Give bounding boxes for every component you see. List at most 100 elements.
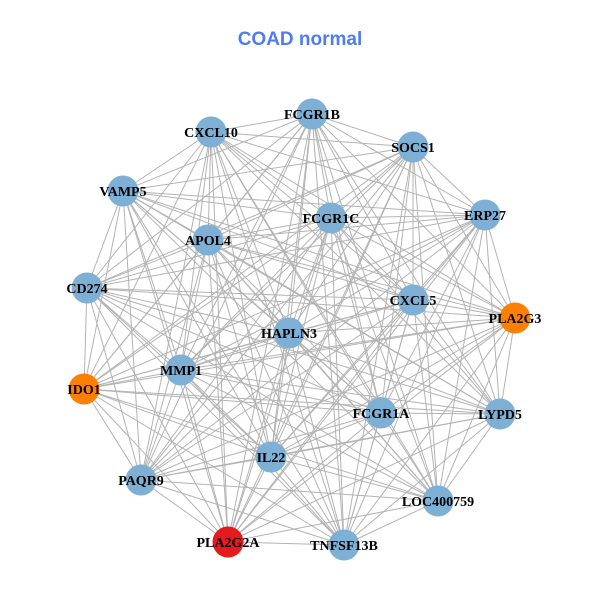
edge-CXCL10-LOC400759 xyxy=(210,131,439,502)
edge-FCGR1C-ERP27 xyxy=(330,214,486,219)
edge-APOL4-CD274 xyxy=(86,239,209,289)
node-FCGR1A: FCGR1A xyxy=(353,397,410,429)
edge-VAMP5-CD274 xyxy=(86,190,124,289)
edge-PLA2G3-LYPD5 xyxy=(499,317,516,415)
edge-PAQR9-LOC400759 xyxy=(140,479,439,502)
edge-FCGR1B-PAQR9 xyxy=(140,113,313,481)
node-circle xyxy=(469,199,501,231)
node-circle xyxy=(296,98,328,130)
node-circle xyxy=(422,485,454,517)
edge-HAPLN3-MMP1 xyxy=(180,332,290,371)
node-PLA2G2A: PLA2G2A xyxy=(197,526,261,558)
edge-PLA2G3-FCGR1A xyxy=(380,317,516,414)
edge-APOL4-PLA2G2A xyxy=(207,239,229,543)
node-TNFSF13B: TNFSF13B xyxy=(310,529,378,561)
edge-LOC400759-PLA2G2A xyxy=(227,500,439,543)
node-circle xyxy=(192,224,224,256)
edge-FCGR1B-LYPD5 xyxy=(311,113,501,415)
edge-IDO1-IL22 xyxy=(83,388,272,458)
edge-CD274-PLA2G3 xyxy=(86,287,516,319)
node-label: IL22 xyxy=(257,451,286,466)
node-label: ERP27 xyxy=(464,209,506,224)
edge-IL22-PLA2G2A xyxy=(227,456,272,543)
edge-HAPLN3-IL22 xyxy=(270,332,290,458)
edge-MMP1-FCGR1A xyxy=(180,369,382,414)
node-IL22: IL22 xyxy=(255,441,287,473)
edge-CXCL5-LYPD5 xyxy=(412,299,501,415)
node-circle xyxy=(165,354,197,386)
edge-CXCL10-ERP27 xyxy=(210,131,486,216)
edge-SOCS1-TNFSF13B xyxy=(343,146,414,546)
edge-FCGR1C-PAQR9 xyxy=(140,217,332,481)
edge-PLA2G3-LOC400759 xyxy=(437,317,516,502)
edge-PLA2G2A-TNFSF13B xyxy=(227,541,345,546)
edge-ERP27-PLA2G3 xyxy=(484,214,516,319)
edge-CD274-FCGR1A xyxy=(86,287,382,414)
edge-CXCL10-VAMP5 xyxy=(122,131,212,192)
node-circle xyxy=(484,398,516,430)
edge-VAMP5-IL22 xyxy=(122,190,272,458)
node-label: LOC400759 xyxy=(402,495,474,510)
edge-MMP1-IL22 xyxy=(180,369,272,458)
node-label: PLA2G2A xyxy=(197,536,261,551)
edge-ERP27-LOC400759 xyxy=(437,214,486,502)
edge-SOCS1-ERP27 xyxy=(412,146,486,216)
edge-ERP27-APOL4 xyxy=(207,214,486,241)
edge-CD274-PLA2G2A xyxy=(86,287,229,543)
edge-CD274-MMP1 xyxy=(86,287,182,371)
node-HAPLN3: HAPLN3 xyxy=(261,317,317,349)
edge-PAQR9-PLA2G2A xyxy=(140,479,229,543)
node-label: APOL4 xyxy=(185,234,231,249)
edge-FCGR1B-CXCL10 xyxy=(210,113,313,133)
edge-FCGR1C-LYPD5 xyxy=(330,217,501,415)
edge-HAPLN3-LOC400759 xyxy=(288,332,439,502)
edge-FCGR1B-LOC400759 xyxy=(311,113,439,502)
node-CXCL10: CXCL10 xyxy=(184,116,238,148)
edge-LYPD5-LOC400759 xyxy=(437,413,501,502)
node-label: LYPD5 xyxy=(478,408,522,423)
edge-CXCL10-PLA2G3 xyxy=(210,131,516,319)
edge-FCGR1B-IL22 xyxy=(270,113,313,458)
node-label: TNFSF13B xyxy=(310,539,378,554)
node-label: CD274 xyxy=(66,282,107,297)
node-circle xyxy=(273,317,305,349)
node-circle xyxy=(328,529,360,561)
edge-ERP27-CD274 xyxy=(86,214,486,289)
node-FCGR1B: FCGR1B xyxy=(284,98,340,130)
node-SOCS1: SOCS1 xyxy=(391,131,435,163)
node-circle xyxy=(107,175,139,207)
node-label: FCGR1B xyxy=(284,108,340,123)
node-label: VAMP5 xyxy=(99,185,146,200)
edge-IDO1-PAQR9 xyxy=(83,388,142,481)
edge-CXCL10-APOL4 xyxy=(207,131,212,241)
node-circle xyxy=(499,302,531,334)
edge-MMP1-LOC400759 xyxy=(180,369,439,502)
node-APOL4: APOL4 xyxy=(185,224,231,256)
edge-MMP1-PLA2G2A xyxy=(180,369,229,543)
node-CXCL5: CXCL5 xyxy=(390,284,436,316)
edge-VAMP5-MMP1 xyxy=(122,190,182,371)
edge-FCGR1A-LYPD5 xyxy=(380,412,501,415)
edge-FCGR1C-HAPLN3 xyxy=(288,217,332,334)
edge-PLA2G3-IDO1 xyxy=(83,317,516,390)
edge-VAMP5-LOC400759 xyxy=(122,190,439,502)
edge-IDO1-LOC400759 xyxy=(83,388,439,502)
edge-CD274-HAPLN3 xyxy=(86,287,290,334)
node-circle xyxy=(255,441,287,473)
edge-CD274-IDO1 xyxy=(83,287,88,390)
edge-FCGR1C-PLA2G3 xyxy=(330,217,516,319)
edge-CD274-LOC400759 xyxy=(86,287,439,502)
edge-FCGR1B-SOCS1 xyxy=(311,113,414,148)
edge-APOL4-CXCL5 xyxy=(207,239,414,301)
edge-VAMP5-TNFSF13B xyxy=(122,190,345,546)
node-label: IDO1 xyxy=(67,383,100,398)
edge-FCGR1C-CXCL5 xyxy=(330,217,414,301)
node-circle xyxy=(195,116,227,148)
node-LOC400759: LOC400759 xyxy=(402,485,474,517)
edge-FCGR1C-APOL4 xyxy=(207,217,332,241)
edge-CXCL10-SOCS1 xyxy=(210,131,414,148)
edge-PAQR9-TNFSF13B xyxy=(140,479,345,546)
